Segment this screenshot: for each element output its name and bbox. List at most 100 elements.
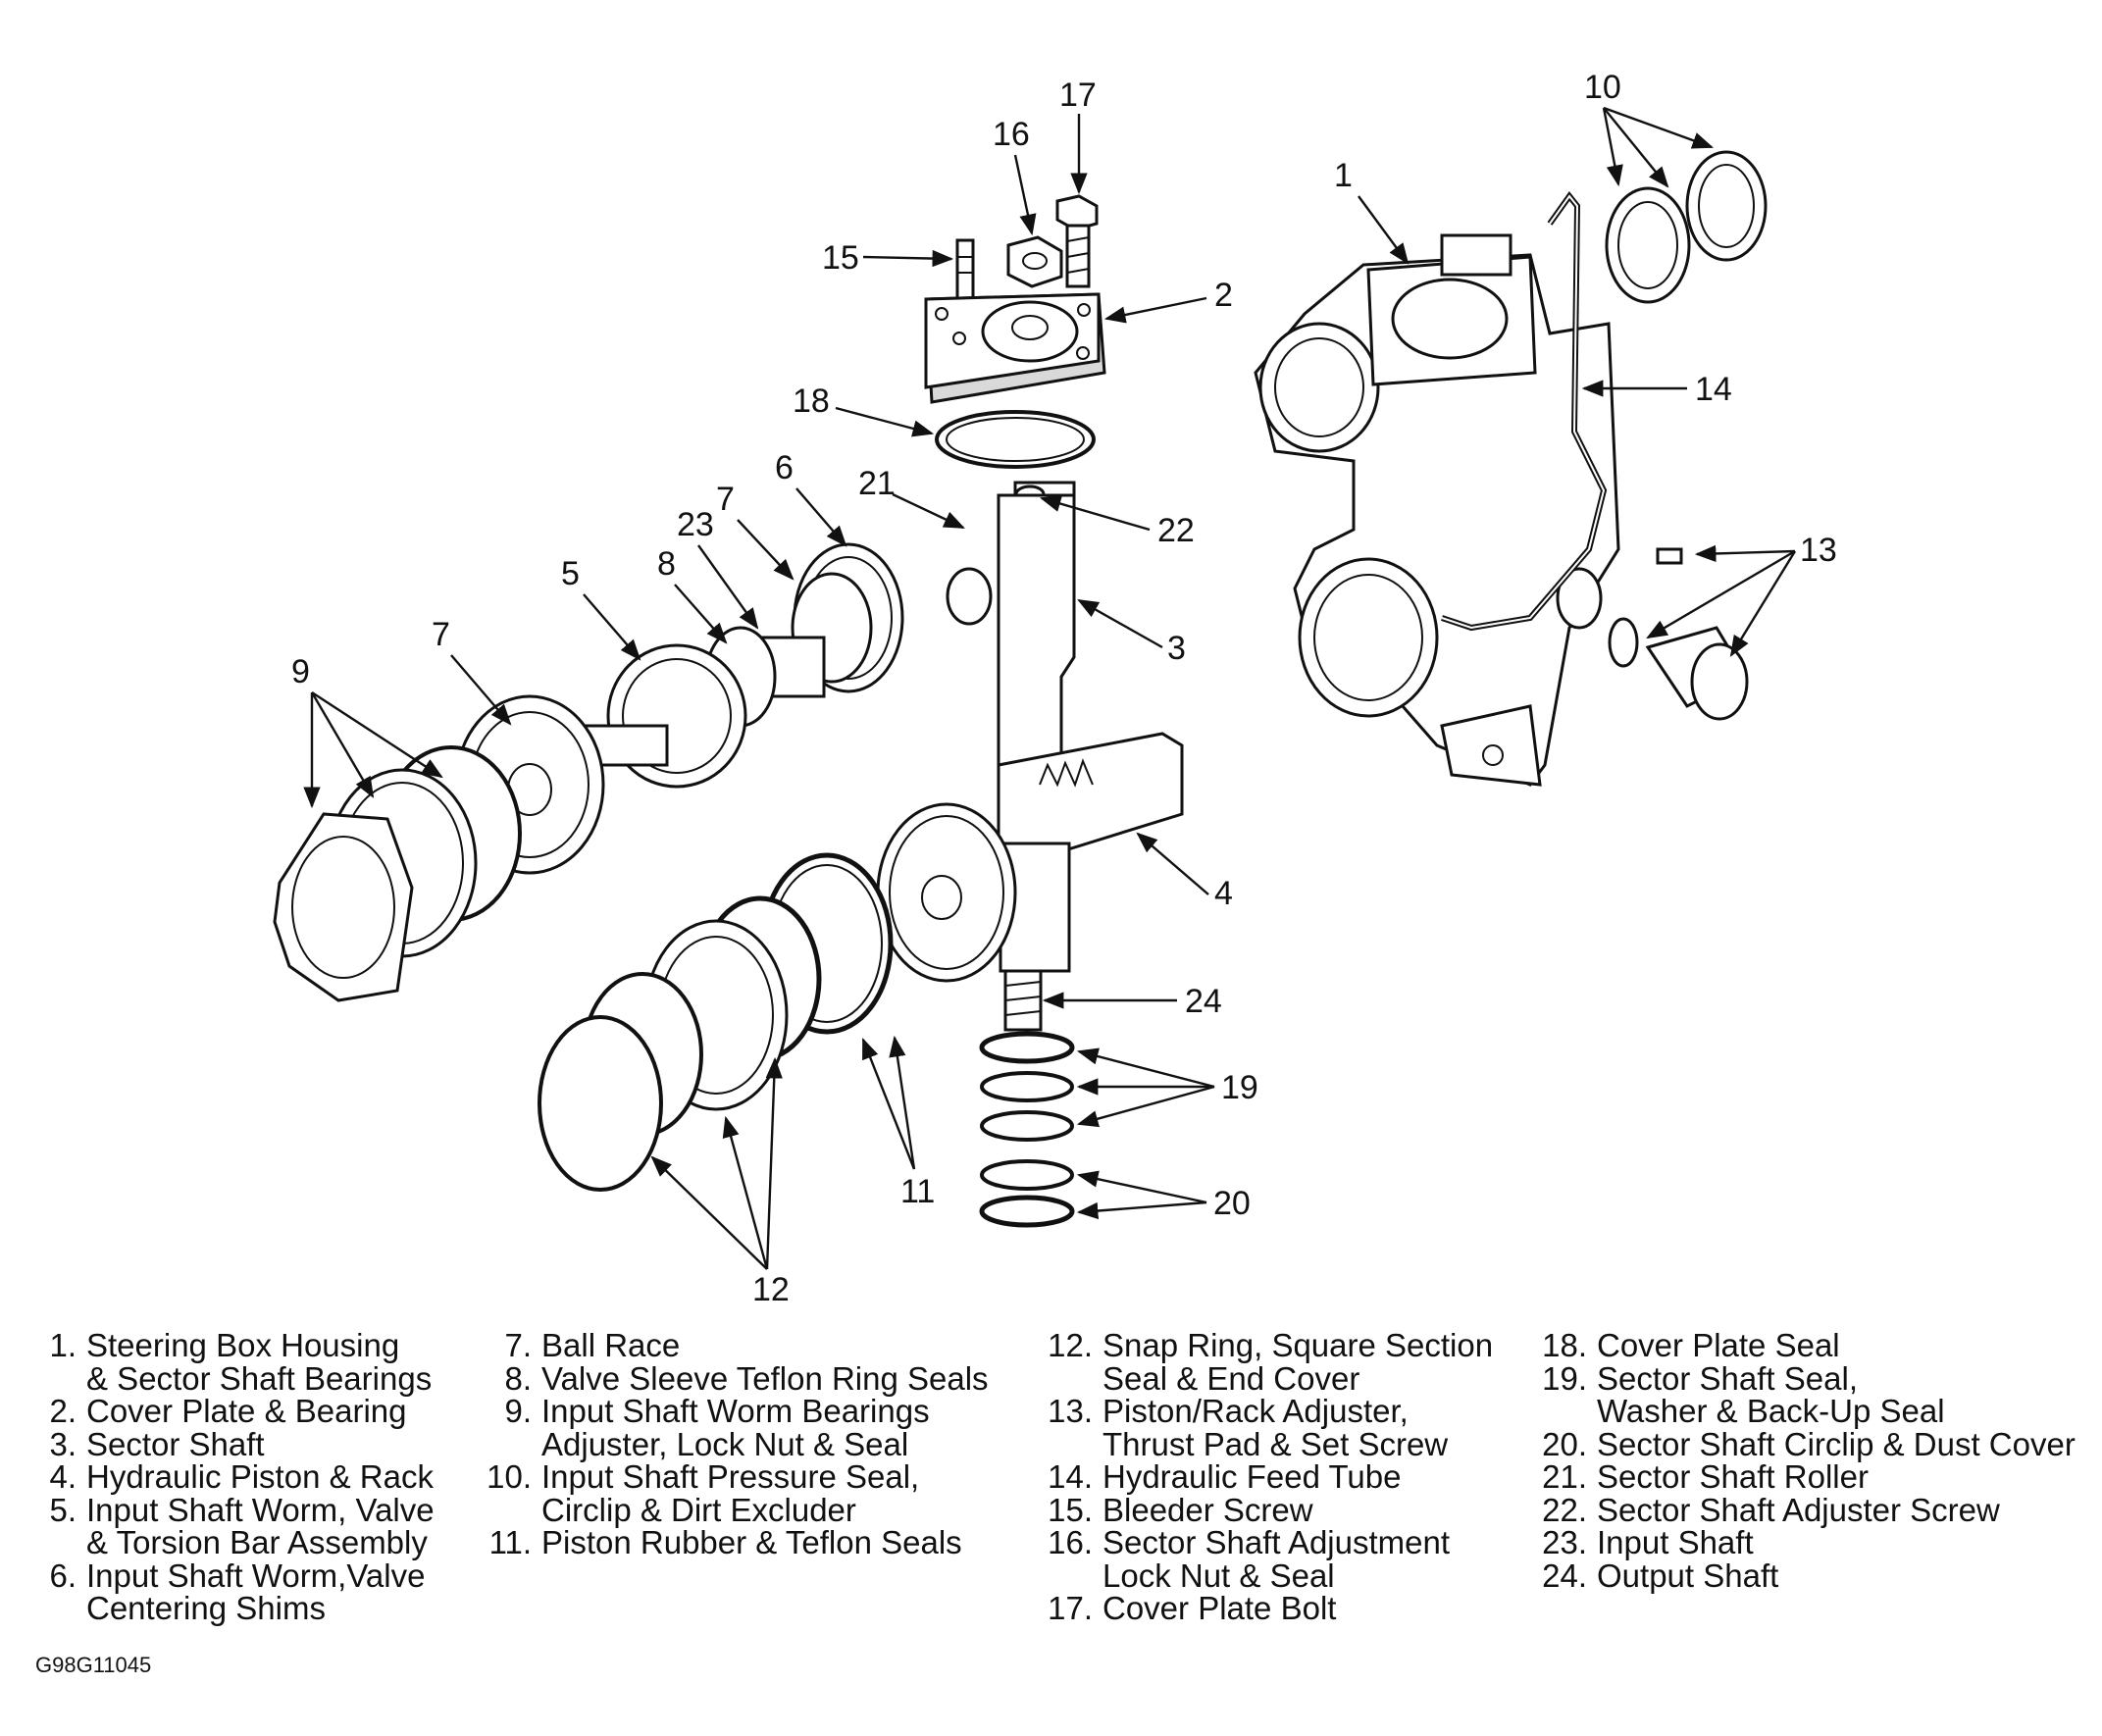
legend-number: 10.: [487, 1458, 532, 1495]
legend-text: Circlip & Dirt Excluder: [541, 1491, 856, 1528]
callout-15: 15: [822, 239, 859, 277]
callout-9: 9: [291, 653, 310, 690]
legend-item-23: 23. Input Shaft: [1536, 1526, 2076, 1559]
legend-item-4: 4.Hydraulic Piston & Rack: [29, 1460, 435, 1494]
legend-item-3: 3.Sector Shaft: [29, 1425, 435, 1462]
callout-16: 16: [993, 116, 1030, 153]
legend-text: Centering Shims: [86, 1590, 326, 1626]
leader-lines: [303, 106, 1797, 1270]
cover-plate-part: [924, 292, 1106, 404]
legend-number: 24.: [1542, 1557, 1587, 1594]
legend-number: 20.: [1542, 1425, 1587, 1462]
callout-23: 23: [677, 506, 714, 543]
legend-number: 12.: [1048, 1327, 1093, 1363]
legend-text: Input Shaft Worm,Valve: [86, 1557, 426, 1594]
exploded-diagram: 1 2 3 4 5 6 7 7 8 9 10 11 12 13 14 15 16…: [273, 69, 1837, 1308]
input-shaft-worm-part: [454, 542, 904, 875]
callout-14: 14: [1695, 371, 1732, 408]
figure-code: G98G11045: [35, 1653, 152, 1677]
legend-number: 9.: [504, 1393, 532, 1429]
legend-text: Adjuster, Lock Nut & Seal: [541, 1425, 909, 1462]
legend-text: Hydraulic Feed Tube: [1102, 1458, 1402, 1495]
legend-item-20: 20. Sector Shaft Circlip & Dust Cover: [1536, 1425, 2076, 1462]
legend-item-5: 5.Input Shaft Worm, Valve& Torsion Bar A…: [29, 1491, 435, 1559]
legend-item-22: 22. Sector Shaft Adjuster Screw: [1536, 1491, 2076, 1528]
legend-column-4: 18. Cover Plate Seal 19. Sector Shaft Seal…: [1536, 1329, 2076, 1592]
legend-text: Sector Shaft Seal,: [1597, 1359, 1858, 1397]
legend-item-19: 19. Sector Shaft Seal,Washer & Back-Up Se…: [1536, 1359, 2076, 1429]
legend-text: Cover Plate & Bearing: [86, 1393, 407, 1429]
callout-7b: 7: [432, 616, 450, 653]
legend-text: Washer & Back-Up Seal: [1597, 1393, 1945, 1429]
legend-column-1: 1.Steering Box Housing& Sector Shaft Bea…: [29, 1327, 435, 1626]
callout-22: 22: [1157, 512, 1195, 549]
legend-number: 1.: [49, 1327, 77, 1363]
legend-text: Input Shaft Worm Bearings: [541, 1393, 930, 1429]
legend-number: 22.: [1542, 1491, 1587, 1528]
end-cover-seals-part: [538, 852, 894, 1192]
legend-text: & Sector Shaft Bearings: [86, 1359, 433, 1397]
rack-adjuster-part: [1608, 547, 1749, 721]
callout-6: 6: [775, 449, 794, 486]
legend-number: 17.: [1048, 1590, 1093, 1626]
legend-text: Ball Race: [541, 1327, 681, 1363]
legend-text: Thrust Pad & Set Screw: [1102, 1425, 1449, 1462]
legend-item-8: 8.Valve Sleeve Teflon Ring Seals: [483, 1361, 988, 1396]
legend-column-2: 7.Ball Race 8.Valve Sleeve Teflon Ring S…: [483, 1327, 989, 1559]
legend-text: Sector Shaft Roller: [1597, 1458, 1869, 1495]
callout-19: 19: [1221, 1069, 1258, 1106]
legend-number: 7.: [504, 1327, 532, 1363]
legend-number: 13.: [1048, 1393, 1093, 1429]
legend-number: 19.: [1542, 1359, 1587, 1397]
legend-item-11: 11.Piston Rubber & Teflon Seals: [483, 1526, 989, 1559]
parts-legend: 1.Steering Box Housing& Sector Shaft Bea…: [0, 1329, 2102, 1662]
legend-number: 14.: [1048, 1458, 1093, 1495]
legend-number: 18.: [1542, 1327, 1587, 1363]
legend-text: Input Shaft: [1597, 1524, 1754, 1560]
legend-number: 21.: [1542, 1458, 1587, 1495]
legend-item-15: 15.Bleeder Screw: [1042, 1493, 1493, 1527]
legend-text: Piston Rubber & Teflon Seals: [541, 1524, 962, 1560]
legend-item-10: 10.Input Shaft Pressure Seal,Circlip & D…: [483, 1460, 989, 1526]
legend-text: Sector Shaft: [86, 1425, 265, 1462]
legend-text: Sector Shaft Adjuster Screw: [1597, 1491, 2000, 1528]
legend-text: Sector Shaft Circlip & Dust Cover: [1597, 1425, 2076, 1462]
lock-nut-part: [1006, 235, 1063, 288]
callout-12: 12: [752, 1271, 790, 1308]
callout-7a: 7: [716, 481, 735, 518]
cover-plate-seal-part: [935, 410, 1096, 469]
legend-number: 11.: [488, 1524, 532, 1560]
sector-shaft-seals-part: [979, 1031, 1075, 1228]
legend-text: Sector Shaft Adjustment: [1102, 1524, 1451, 1560]
legend-text: Input Shaft Worm, Valve: [86, 1491, 435, 1528]
callout-21: 21: [858, 465, 896, 502]
cover-plate-bolt-part: [1055, 194, 1099, 288]
legend-text: Cover Plate Seal: [1597, 1327, 1840, 1363]
legend-text: Snap Ring, Square Section: [1102, 1327, 1494, 1363]
hydraulic-piston-part: [876, 802, 1017, 983]
callout-24: 24: [1185, 983, 1222, 1020]
legend-text: Input Shaft Pressure Seal,: [541, 1458, 920, 1495]
legend-number: 23.: [1542, 1524, 1587, 1560]
worm-bearings-adjuster-part: [273, 745, 522, 1002]
pressure-seal-part: [1605, 150, 1768, 304]
callout-3: 3: [1167, 630, 1186, 667]
legend-text: Seal & End Cover: [1102, 1359, 1360, 1397]
callout-5: 5: [561, 555, 580, 592]
legend-number: 4.: [49, 1458, 77, 1495]
legend-item-14: 14.Hydraulic Feed Tube: [1042, 1460, 1493, 1494]
legend-item-24: 24.Output Shaft: [1536, 1557, 2076, 1594]
legend-text: Hydraulic Piston & Rack: [86, 1458, 434, 1495]
legend-number: 6.: [49, 1557, 77, 1594]
legend-number: 2.: [49, 1393, 77, 1429]
legend-item-17: 17.Cover Plate Bolt: [1042, 1592, 1493, 1625]
callout-18: 18: [793, 383, 830, 420]
legend-number: 5.: [49, 1491, 77, 1528]
legend-item-2: 2.Cover Plate & Bearing: [29, 1395, 435, 1428]
legend-number: 16.: [1048, 1524, 1093, 1560]
